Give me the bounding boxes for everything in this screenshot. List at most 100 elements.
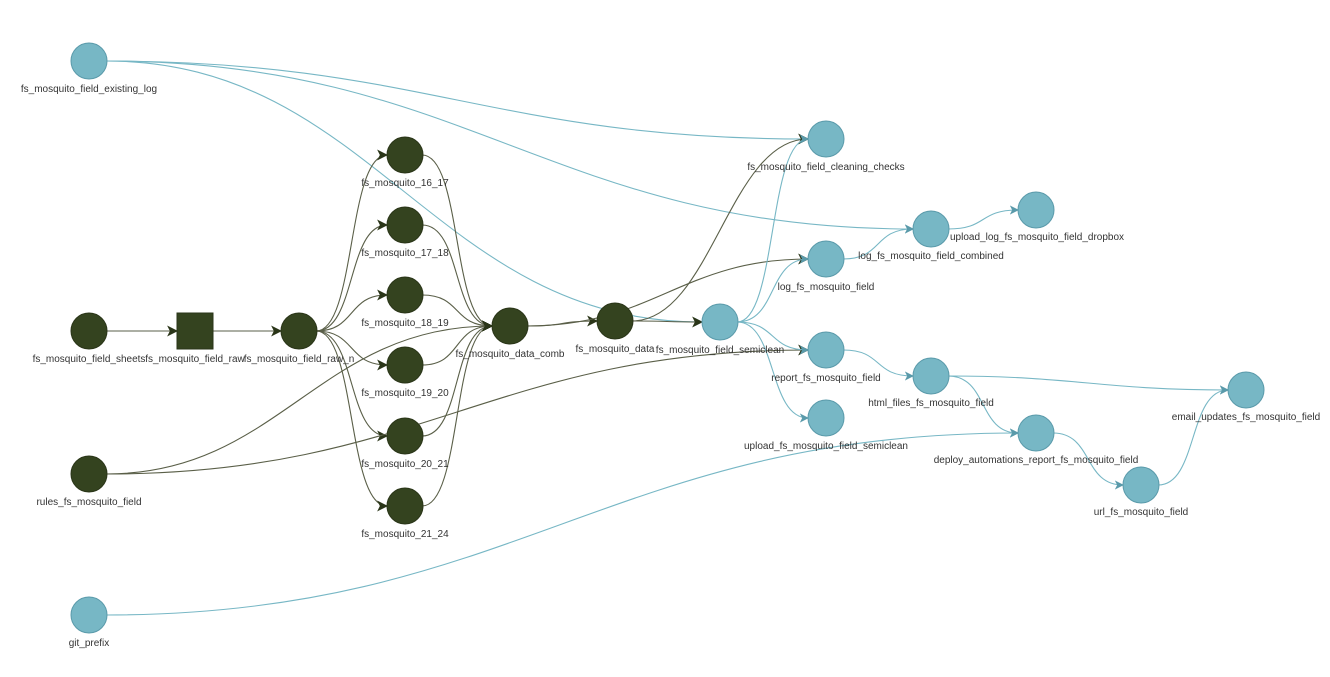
node-shape-circle[interactable] [807,240,845,278]
node-m21[interactable]: fs_mosquito_21_24 [361,487,449,540]
edge-raw_n-to-m20 [316,330,389,442]
node-shape-circle[interactable] [807,331,845,369]
nodes-layer: fs_mosquito_field_existing_log fs_mosquit… [21,42,1320,649]
node-m17[interactable]: fs_mosquito_17_18 [361,206,449,259]
edge-rules-to-comb [106,320,494,475]
node-m20[interactable]: fs_mosquito_20_21 [361,417,449,470]
edge-data-to-semiclean [632,316,704,328]
edge-existing_log-to-semiclean [106,60,703,327]
edge-semiclean-to-report [737,321,809,355]
node-report[interactable]: report_fs_mosquito_field [771,331,881,384]
node-shape-circle[interactable] [596,302,634,340]
node-upload_log[interactable]: upload_log_fs_mosquito_field_dropbox [950,191,1124,243]
node-label: fs_mosquito_17_18 [361,248,449,259]
edge-existing_log-to-checks [106,60,809,144]
edge-url-to-email [1158,385,1229,486]
edge-m18-to-comb [422,294,494,332]
node-label: fs_mosquito_field_existing_log [21,84,157,95]
edge-raw_n-to-m18 [316,289,389,332]
edge-semiclean-to-upload_semi [737,321,809,423]
node-label: fs_mosquito_field_raw_n [244,354,355,365]
edge-existing_log-to-log_combined [106,60,914,234]
edge-raw_n-to-m16 [316,149,389,332]
node-shape-circle[interactable] [386,136,424,174]
node-label: fs_mosquito_16_17 [361,178,449,189]
node-label: fs_mosquito_field_cleaning_checks [747,162,904,173]
node-email[interactable]: email_updates_fs_mosquito_field [1172,371,1320,423]
edge-m17-to-comb [422,224,494,332]
node-git_prefix[interactable]: git_prefix [69,596,110,649]
node-shape-circle[interactable] [386,417,424,455]
node-shape-circle[interactable] [1017,191,1055,229]
node-rules[interactable]: rules_fs_mosquito_field [36,455,142,508]
node-shape-circle[interactable] [807,399,845,437]
node-raw_n[interactable]: fs_mosquito_field_raw_n [244,312,355,365]
node-shape-circle[interactable] [491,307,529,345]
node-shape-circle[interactable] [386,487,424,525]
edge-html_files-to-deploy [948,375,1019,438]
edge-comb-to-log_field [527,253,810,327]
edge-git_prefix-to-deploy [106,428,1019,616]
node-label: fs_mosquito_20_21 [361,459,449,470]
node-shape-circle[interactable] [386,276,424,314]
node-shape-circle[interactable] [70,42,108,80]
node-html_files[interactable]: html_files_fs_mosquito_field [868,357,994,409]
node-label: git_prefix [69,638,110,649]
node-data[interactable]: fs_mosquito_data [576,302,655,355]
node-m19[interactable]: fs_mosquito_19_20 [361,346,449,399]
node-raw[interactable]: fs_mosquito_field_raw [145,312,246,365]
node-shape-circle[interactable] [912,210,950,248]
node-shape-circle[interactable] [807,120,845,158]
edge-m20-to-comb [422,320,494,437]
node-label: log_fs_mosquito_field_combined [858,251,1004,262]
edge-log_combined-to-upload_log [948,205,1019,230]
edge-html_files-to-email [948,375,1229,395]
node-url[interactable]: url_fs_mosquito_field [1094,466,1189,518]
node-label: html_files_fs_mosquito_field [868,398,994,409]
node-shape-circle[interactable] [70,596,108,634]
node-label: email_updates_fs_mosquito_field [1172,412,1320,423]
node-shape-circle[interactable] [1017,414,1055,452]
node-shape-circle[interactable] [701,303,739,341]
node-shape-circle[interactable] [1227,371,1265,409]
node-label: upload_fs_mosquito_field_semiclean [744,441,908,452]
node-shape-circle[interactable] [280,312,318,350]
edge-raw_n-to-m17 [316,219,389,332]
node-label: fs_mosquito_21_24 [361,529,449,540]
edge-report-to-html_files [843,349,914,381]
node-shape-circle[interactable] [70,312,108,350]
node-label: log_fs_mosquito_field [778,282,875,293]
node-label: fs_mosquito_data [576,344,655,355]
node-shape-circle[interactable] [912,357,950,395]
node-existing_log[interactable]: fs_mosquito_field_existing_log [21,42,157,95]
edge-semiclean-to-log_field [737,254,809,323]
node-label: fs_mosquito_field_semiclean [656,345,784,356]
node-m16[interactable]: fs_mosquito_16_17 [361,136,449,189]
node-label: fs_mosquito_field_raw [145,354,245,365]
edge-raw_n-to-m19 [316,330,389,371]
node-m18[interactable]: fs_mosquito_18_19 [361,276,449,329]
edge-rules-to-report [106,344,810,475]
node-shape-circle[interactable] [1122,466,1160,504]
node-shape-circle[interactable] [70,455,108,493]
node-shape-circle[interactable] [386,346,424,384]
node-deploy[interactable]: deploy_automations_report_fs_mosquito_fi… [934,414,1139,466]
node-label: fs_mosquito_field_sheets [33,354,146,365]
edge-log_field-to-log_combined [843,224,914,260]
node-label: fs_mosquito_18_19 [361,318,449,329]
edge-raw_n-to-m21 [316,330,389,512]
edges-layer [106,60,1229,616]
node-shape-square[interactable] [176,312,214,350]
node-log_combined[interactable]: log_fs_mosquito_field_combined [858,210,1004,262]
node-upload_semi[interactable]: upload_fs_mosquito_field_semiclean [744,399,908,452]
node-shape-circle[interactable] [386,206,424,244]
node-sheets[interactable]: fs_mosquito_field_sheets [33,312,146,365]
node-semiclean[interactable]: fs_mosquito_field_semiclean [656,303,784,356]
node-label: upload_log_fs_mosquito_field_dropbox [950,232,1124,243]
edge-m21-to-comb [422,320,494,507]
node-checks[interactable]: fs_mosquito_field_cleaning_checks [747,120,905,173]
node-comb[interactable]: fs_mosquito_data_comb [456,307,565,360]
node-log_field[interactable]: log_fs_mosquito_field [778,240,875,293]
